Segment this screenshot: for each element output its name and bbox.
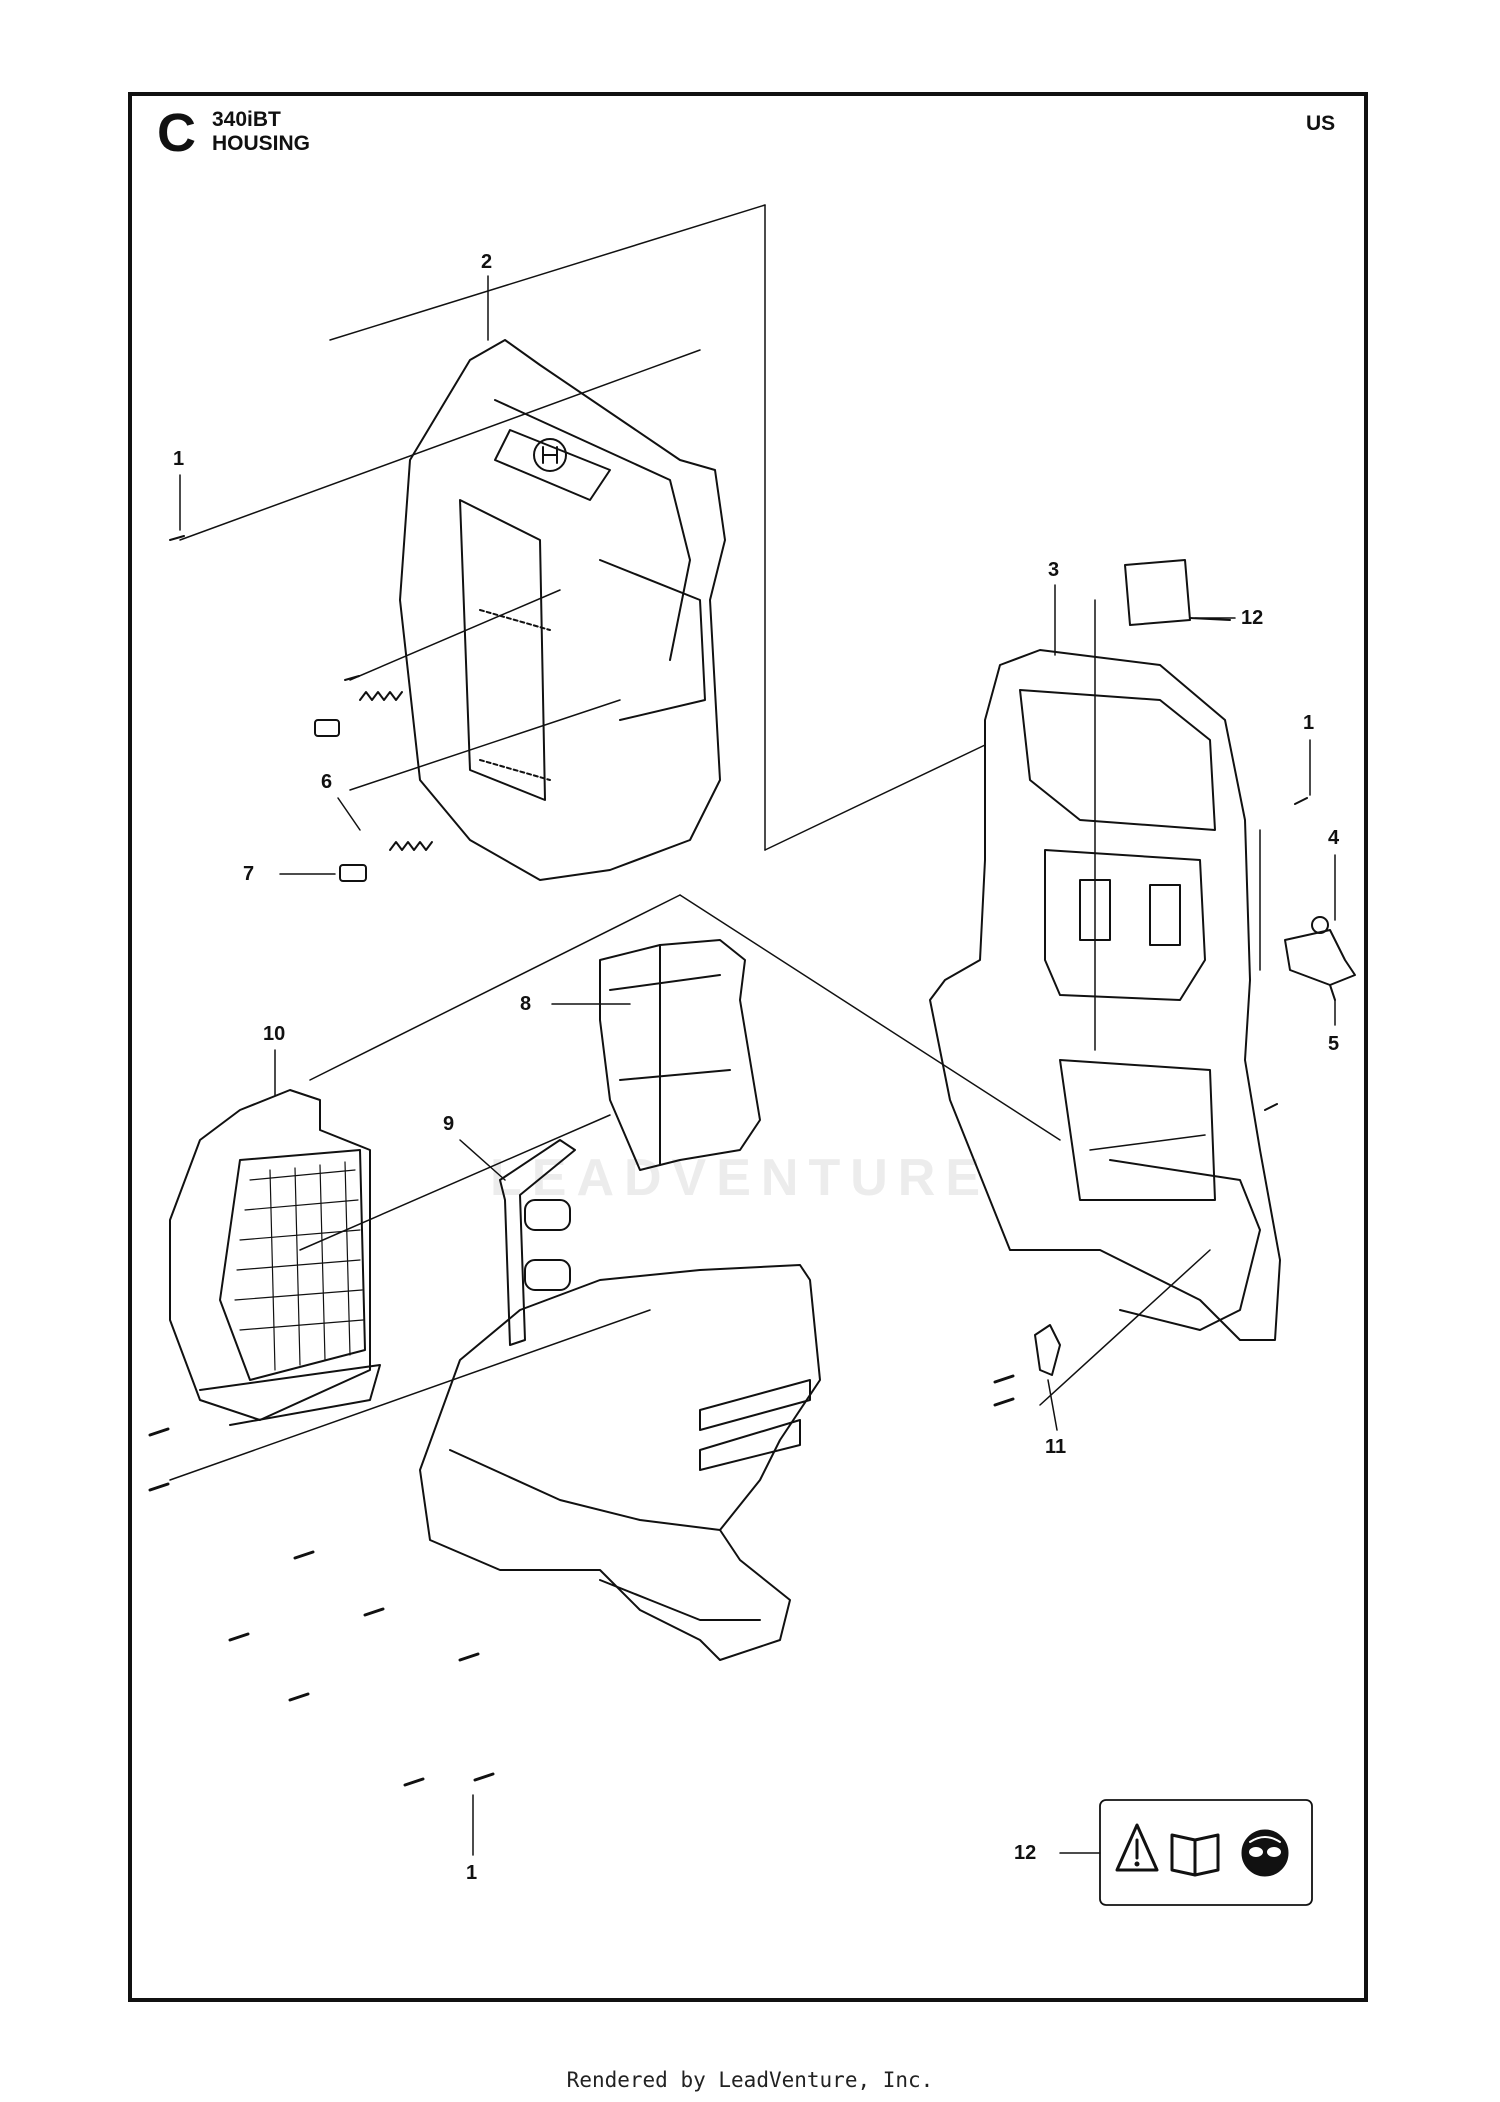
lower-blower-housing bbox=[419, 1264, 821, 1661]
callout-8: 8 bbox=[520, 993, 532, 1015]
part-2-top-cover bbox=[399, 339, 726, 881]
assembly-guide-lines bbox=[169, 204, 1261, 1481]
region-code: US bbox=[1306, 112, 1336, 135]
callout-5: 5 bbox=[1328, 1033, 1340, 1055]
part-10-grille-cover bbox=[169, 1089, 381, 1426]
callout-3: 3 bbox=[1048, 559, 1060, 581]
part-5-buckle bbox=[1284, 929, 1356, 1001]
part-11-clip bbox=[1034, 1324, 1061, 1376]
callout-2: 2 bbox=[481, 251, 493, 273]
callout-6: 6 bbox=[321, 771, 333, 793]
watermark: LEADVENTURE bbox=[490, 1149, 991, 1207]
part-7-button bbox=[314, 719, 367, 882]
callout-9: 9 bbox=[443, 1113, 455, 1135]
callout-1-top-left: 1 bbox=[173, 448, 185, 470]
callout-1-bottom: 1 bbox=[466, 1862, 478, 1884]
callout-12-bottom: 12 bbox=[1014, 1842, 1037, 1864]
part-6-spring bbox=[359, 691, 433, 851]
part-3-back-frame bbox=[929, 649, 1281, 1341]
callout-1-right: 1 bbox=[1303, 712, 1315, 734]
warning-decal bbox=[1099, 1799, 1313, 1906]
render-credit: Rendered by LeadVenture, Inc. bbox=[566, 2068, 934, 2092]
loose-screws bbox=[148, 1374, 1015, 1787]
screws-top-left bbox=[169, 535, 360, 681]
part-9-seal bbox=[499, 1139, 576, 1346]
callout-leaders bbox=[179, 275, 1336, 1856]
callout-10: 10 bbox=[263, 1023, 286, 1045]
model-name: 340iBT bbox=[212, 108, 281, 131]
diagram-title: 340iBT HOUSING bbox=[212, 108, 310, 156]
screws-right bbox=[1264, 797, 1308, 1111]
section-letter: C bbox=[157, 103, 196, 163]
diagram-frame bbox=[128, 92, 1368, 2002]
callout-4: 4 bbox=[1328, 827, 1340, 849]
section-title: HOUSING bbox=[212, 132, 311, 156]
part-8-inner-duct bbox=[599, 939, 761, 1171]
callout-12-top: 12 bbox=[1241, 607, 1264, 629]
part-12-decal bbox=[1124, 559, 1231, 626]
callout-11: 11 bbox=[1045, 1436, 1067, 1458]
callout-7: 7 bbox=[243, 863, 255, 885]
